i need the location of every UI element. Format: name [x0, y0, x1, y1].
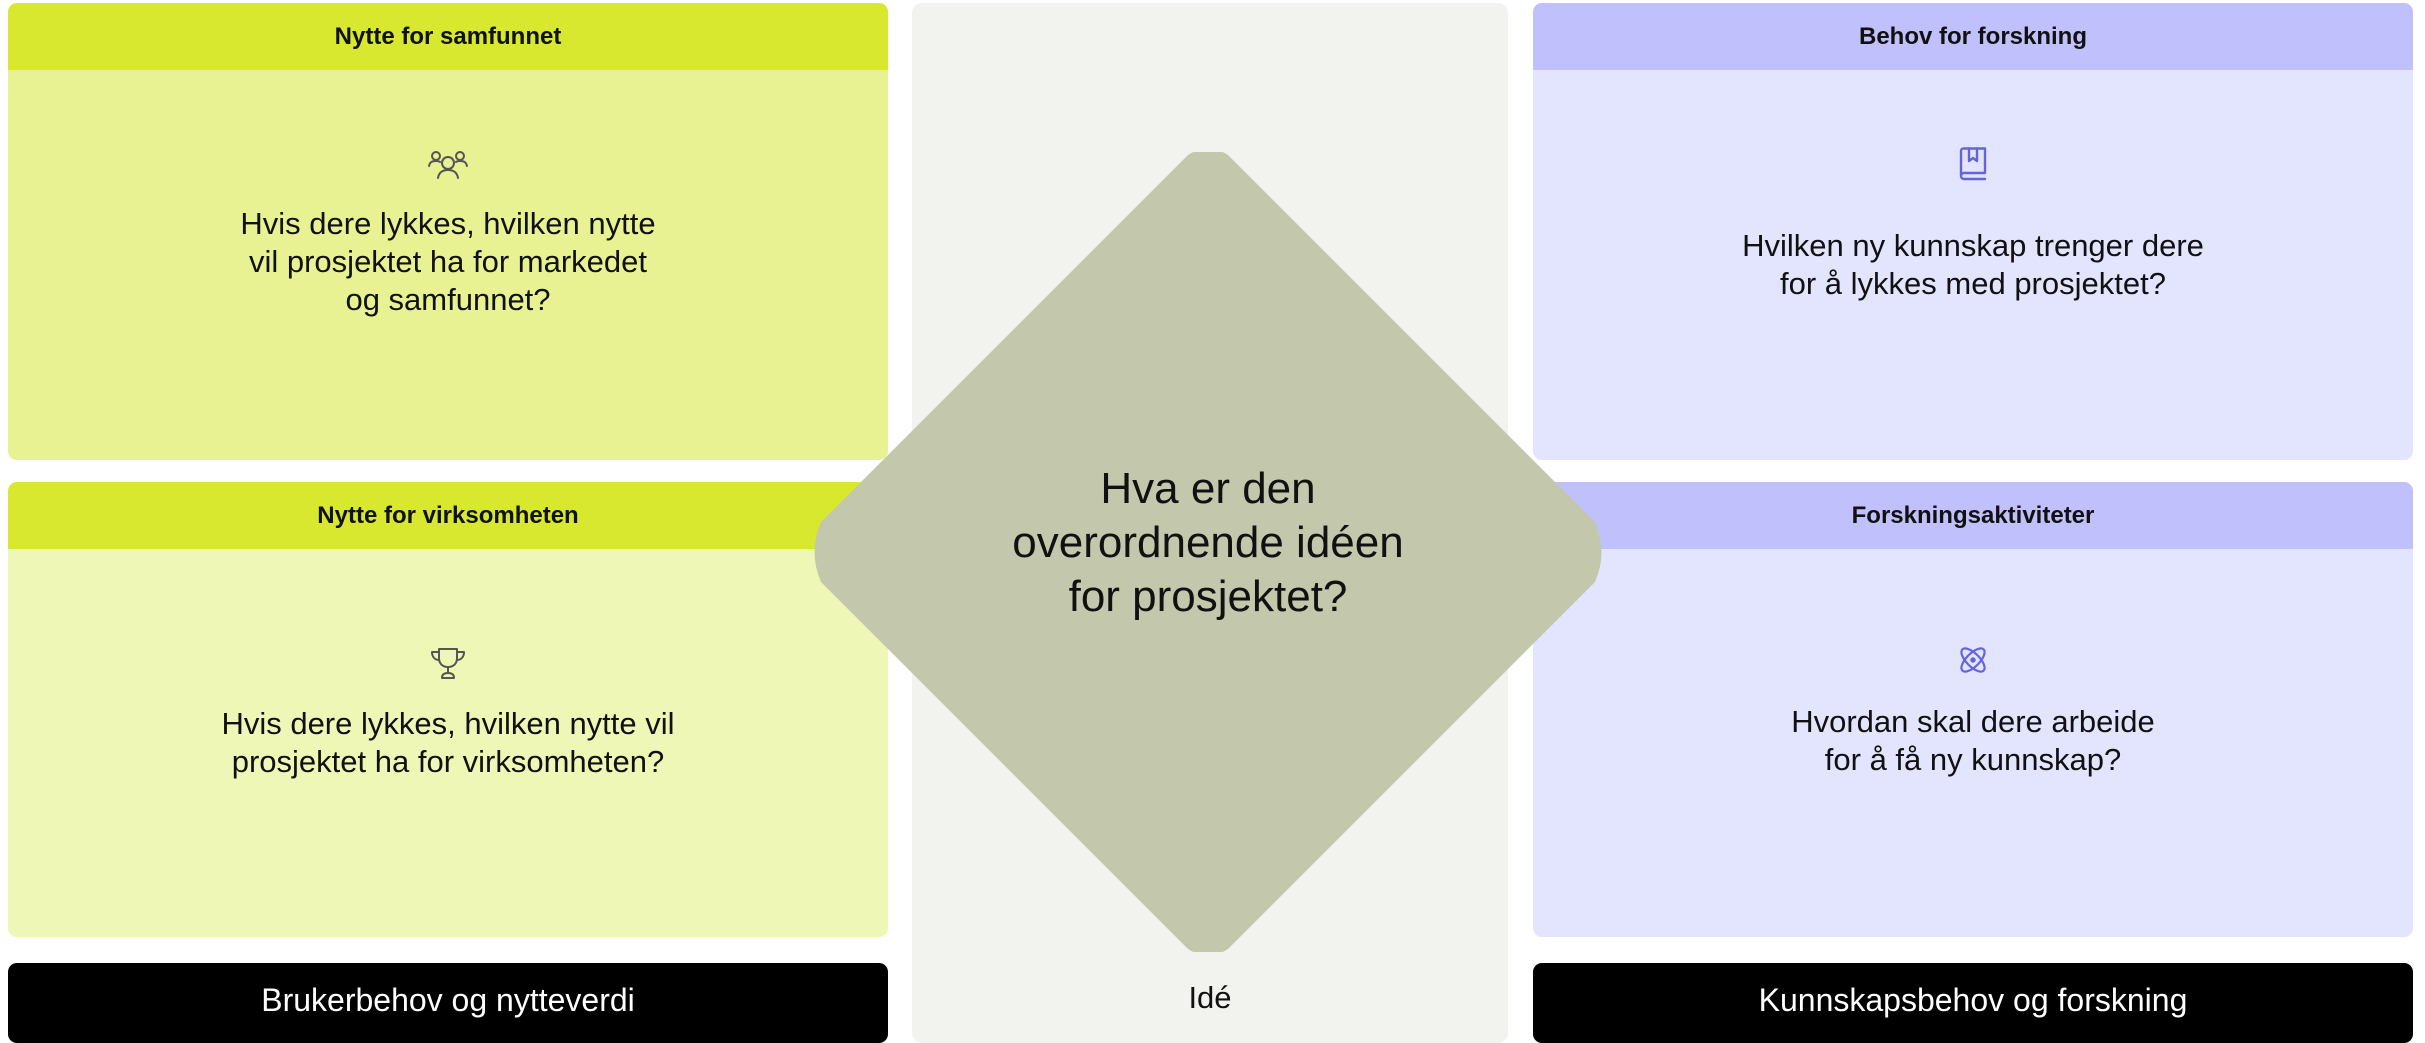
card-question: Hvordan skal dere arbeide for å få ny ku…	[1791, 704, 2155, 777]
card-header: Nytte for samfunnet	[8, 3, 888, 70]
card-title: Nytte for samfunnet	[334, 22, 562, 50]
card-question: Hvilken ny kunnskap trenger dere for å l…	[1742, 228, 2204, 301]
card-behov-for-forskning[interactable]: Behov for forskning Hvilken ny kunnskap …	[1533, 3, 2413, 460]
idea-diamond[interactable]	[808, 148, 1608, 956]
card-title: Behov for forskning	[1858, 22, 2087, 50]
footer-label: Brukerbehov og nytteverdi	[261, 981, 635, 1018]
card-title: Forskningsaktiviteter	[1851, 501, 2095, 529]
card-nytte-for-samfunnet[interactable]: Nytte for samfunnet Hvis dere lykkes, hv…	[8, 3, 888, 460]
atom-icon	[1955, 642, 1991, 683]
people-icon	[428, 150, 468, 185]
footer-ide: Idé	[912, 980, 1508, 1016]
trophy-icon	[428, 646, 468, 685]
footer-label: Kunnskapsbehov og forskning	[1758, 981, 2188, 1018]
card-nytte-for-virksomheten[interactable]: Nytte for virksomheten Hvis dere lykkes,…	[8, 482, 888, 937]
card-question: Hvis dere lykkes, hvilken nytte vil pros…	[221, 706, 675, 779]
footer-brukerbehov: Brukerbehov og nytteverdi	[8, 963, 888, 1043]
card-header: Nytte for virksomheten	[8, 482, 888, 549]
card-question: Hvis dere lykkes, hvilken nytte vil pros…	[240, 206, 656, 317]
card-forskningsaktiviteter[interactable]: Forskningsaktiviteter Hvordan skal dere …	[1533, 482, 2413, 937]
card-header: Behov for forskning	[1533, 3, 2413, 70]
card-header: Forskningsaktiviteter	[1533, 482, 2413, 549]
footer-label: Idé	[1188, 980, 1232, 1015]
card-title: Nytte for virksomheten	[317, 501, 579, 529]
footer-kunnskapsbehov: Kunnskapsbehov og forskning	[1533, 963, 2413, 1043]
book-icon	[1958, 146, 1988, 187]
